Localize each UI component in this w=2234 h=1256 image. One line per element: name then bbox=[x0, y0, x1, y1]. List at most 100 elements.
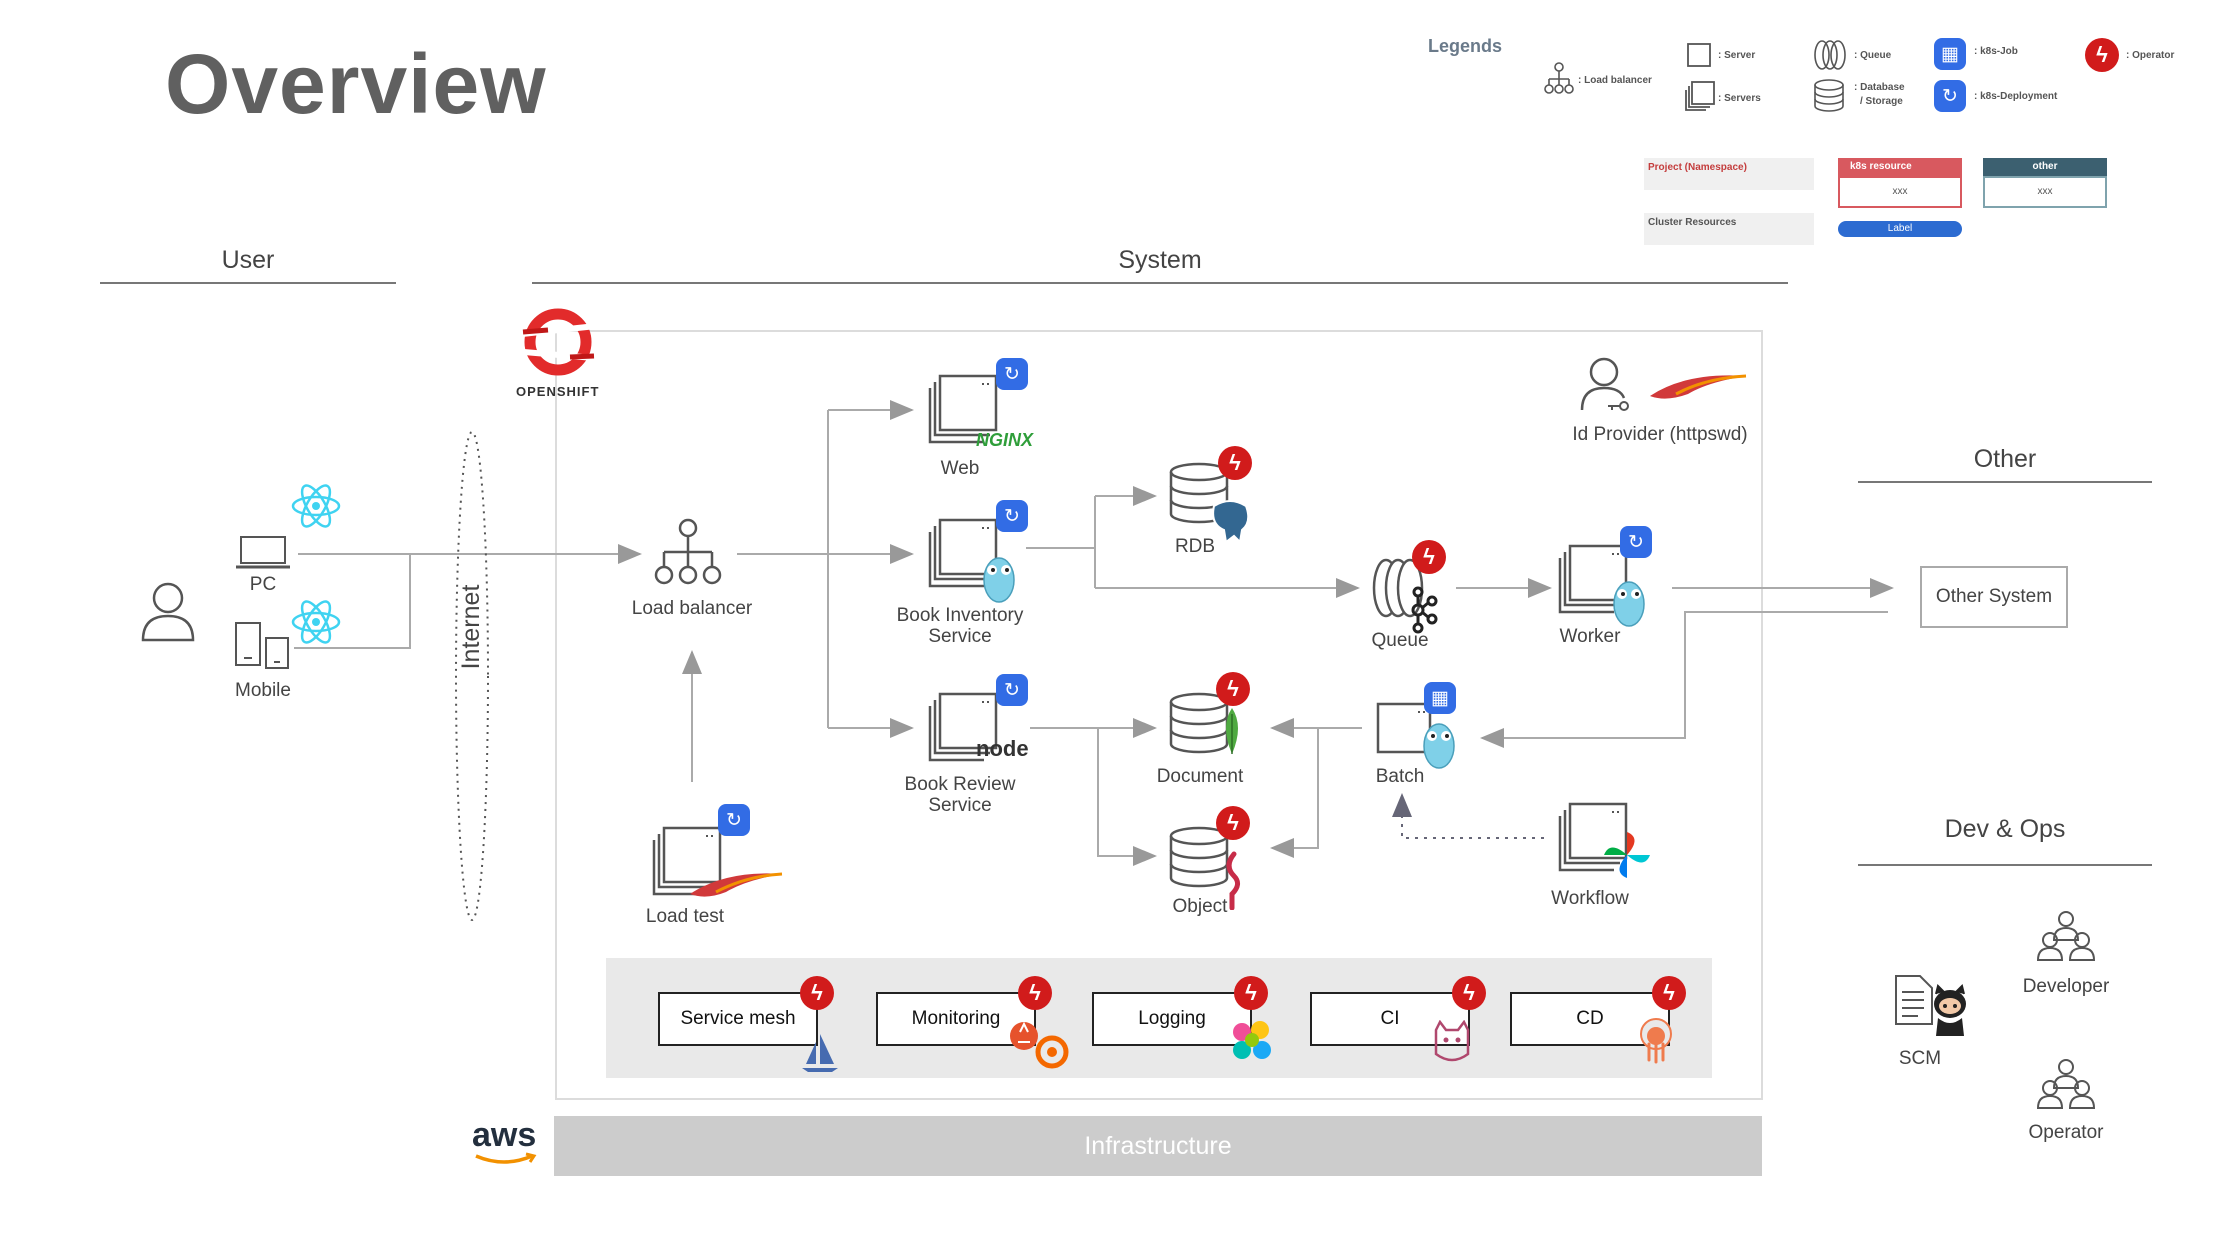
page-title: Overview bbox=[165, 37, 547, 131]
argocd-octopus-icon bbox=[1640, 1018, 1672, 1064]
section-system-divider bbox=[532, 282, 1788, 284]
prometheus-grafana-icon bbox=[1010, 1021, 1069, 1069]
database-legend-icon bbox=[1814, 79, 1844, 112]
aws-smile-icon bbox=[475, 1152, 537, 1164]
tekton-cat-icon bbox=[1434, 1020, 1470, 1062]
section-other-label: Other bbox=[1973, 445, 2037, 473]
queue-label: Queue bbox=[1371, 630, 1429, 651]
batch-server-icon bbox=[1376, 702, 1432, 754]
pc-label: PC bbox=[249, 574, 277, 595]
batch-to-object-arrow bbox=[1270, 728, 1319, 858]
ci-box: CI bbox=[1310, 992, 1470, 1046]
legend-project-box: Project (Namespace) bbox=[1644, 158, 1814, 190]
legend-queue-label: : Queue bbox=[1854, 50, 1892, 61]
rdb-database-icon bbox=[1169, 462, 1229, 524]
istio-sail-icon bbox=[802, 1034, 838, 1072]
internet-label: Internet bbox=[457, 584, 485, 670]
queue-legend-icon bbox=[1814, 40, 1846, 70]
legend-k8s-resource-header: k8s resource bbox=[1838, 158, 1962, 176]
batch-gopher-icon bbox=[1423, 723, 1455, 769]
book-inventory-label-line2: Service bbox=[928, 626, 992, 647]
load-balancer-legend-icon bbox=[1544, 62, 1574, 94]
react-icon-pc bbox=[291, 484, 341, 528]
github-octocat-icon bbox=[1934, 984, 1966, 1036]
document-label: Document bbox=[1156, 766, 1244, 787]
id-provider-user-icon bbox=[1580, 357, 1629, 411]
legend-operator-label: : Operator bbox=[2126, 50, 2175, 61]
k8s-deployment-legend-icon: ↻ bbox=[1934, 80, 1966, 112]
id-provider-label: Id Provider (httpswd) bbox=[1572, 424, 1748, 445]
aws-logo: aws bbox=[472, 1116, 537, 1154]
server-legend-icon bbox=[1687, 43, 1711, 67]
legend-label-pill: Label bbox=[1838, 221, 1962, 237]
mongodb-leaf-icon bbox=[1226, 708, 1238, 754]
nginx-logo: NGINX bbox=[976, 430, 1034, 450]
worker-gopher-icon bbox=[1613, 581, 1645, 627]
monitoring-box: Monitoring bbox=[876, 992, 1036, 1046]
legend-storage-label: / Storage bbox=[1860, 96, 1903, 107]
kafka-icon bbox=[1411, 586, 1438, 634]
postgresql-elephant-icon bbox=[1212, 500, 1250, 545]
batch-k8s-job-icon: ▦ bbox=[1424, 682, 1456, 714]
legend-servers-label: : Servers bbox=[1718, 93, 1761, 104]
rdb-operator-icon: ϟ bbox=[1218, 446, 1252, 480]
logging-operator-icon: ϟ bbox=[1234, 976, 1268, 1010]
worker-k8s-deployment-icon: ↻ bbox=[1620, 526, 1652, 558]
load-test-servers-icon bbox=[652, 826, 722, 896]
other-system-box: Other System bbox=[1920, 566, 2068, 628]
rdb-label: RDB bbox=[1174, 536, 1216, 557]
mobile-label: Mobile bbox=[235, 680, 291, 701]
operator-label: Operator bbox=[2028, 1122, 2104, 1143]
service-mesh-box: Service mesh bbox=[658, 992, 818, 1046]
ci-operator-icon: ϟ bbox=[1452, 976, 1486, 1010]
mobile-devices-icon bbox=[235, 622, 289, 669]
scm-document-icon bbox=[1895, 975, 1933, 1025]
legend-project-label: Project (Namespace) bbox=[1648, 162, 1747, 173]
scm-label: SCM bbox=[1898, 1048, 1942, 1069]
queue-icon bbox=[1372, 558, 1424, 618]
book-review-servers-icon bbox=[928, 692, 998, 762]
other-to-batch-arrow bbox=[1480, 611, 1888, 748]
legend: Legends : Load balancer : Server : Serve… bbox=[1420, 30, 2230, 250]
load-balancer-icon bbox=[654, 518, 722, 585]
airflow-pinwheel-icon bbox=[1604, 832, 1650, 878]
legend-load-balancer-label: : Load balancer bbox=[1578, 75, 1652, 86]
review-to-object-arrow bbox=[1097, 728, 1157, 866]
mobile-to-lb-line bbox=[294, 554, 411, 649]
developer-team-icon bbox=[2036, 911, 2096, 961]
openshift-label: OPENSHIFT bbox=[516, 384, 600, 399]
worker-label: Worker bbox=[1559, 626, 1621, 647]
book-inventory-label-line1: Book Inventory bbox=[896, 605, 1024, 626]
legend-other-header: other bbox=[1983, 158, 2107, 176]
section-user-label: User bbox=[221, 246, 275, 274]
workflow-to-batch-arrow bbox=[1392, 793, 1544, 839]
section-devops-divider bbox=[1858, 864, 2152, 866]
apache-feather-icon-idp bbox=[1650, 374, 1747, 399]
web-label: Web bbox=[940, 458, 980, 479]
load-test-k8s-deployment-icon: ↻ bbox=[718, 804, 750, 836]
openshift-project-area bbox=[555, 330, 1763, 1100]
section-user-divider bbox=[100, 282, 396, 284]
legend-cluster-label: Cluster Resources bbox=[1648, 217, 1737, 228]
legend-k8s-deployment-label: : k8s-Deployment bbox=[1974, 91, 2058, 102]
developer-label: Developer bbox=[2022, 976, 2110, 997]
section-other-divider bbox=[1858, 481, 2152, 483]
apache-feather-icon-loadtest bbox=[690, 872, 783, 897]
web-servers-icon bbox=[928, 374, 998, 444]
load-balancer-label: Load balancer bbox=[631, 598, 753, 619]
batch-label: Batch bbox=[1375, 766, 1425, 787]
legend-k8s-job-label: : k8s-Job bbox=[1974, 46, 2018, 57]
internet-boundary bbox=[455, 431, 489, 921]
legend-k8s-resource-box: xxx bbox=[1838, 176, 1962, 208]
monitoring-operator-icon: ϟ bbox=[1018, 976, 1052, 1010]
legend-server-label: : Server bbox=[1718, 50, 1756, 61]
cd-operator-icon: ϟ bbox=[1652, 976, 1686, 1010]
minio-flamingo-icon bbox=[1226, 851, 1240, 910]
section-system-label: System bbox=[1118, 246, 1202, 274]
k8s-job-legend-icon: ▦ bbox=[1934, 38, 1966, 70]
operator-legend-icon: ϟ bbox=[2085, 38, 2119, 72]
load-test-label: Load test bbox=[645, 906, 725, 927]
book-review-label-line1: Book Review bbox=[904, 774, 1016, 795]
workflow-label: Workflow bbox=[1551, 888, 1629, 909]
user-icon bbox=[141, 582, 195, 642]
